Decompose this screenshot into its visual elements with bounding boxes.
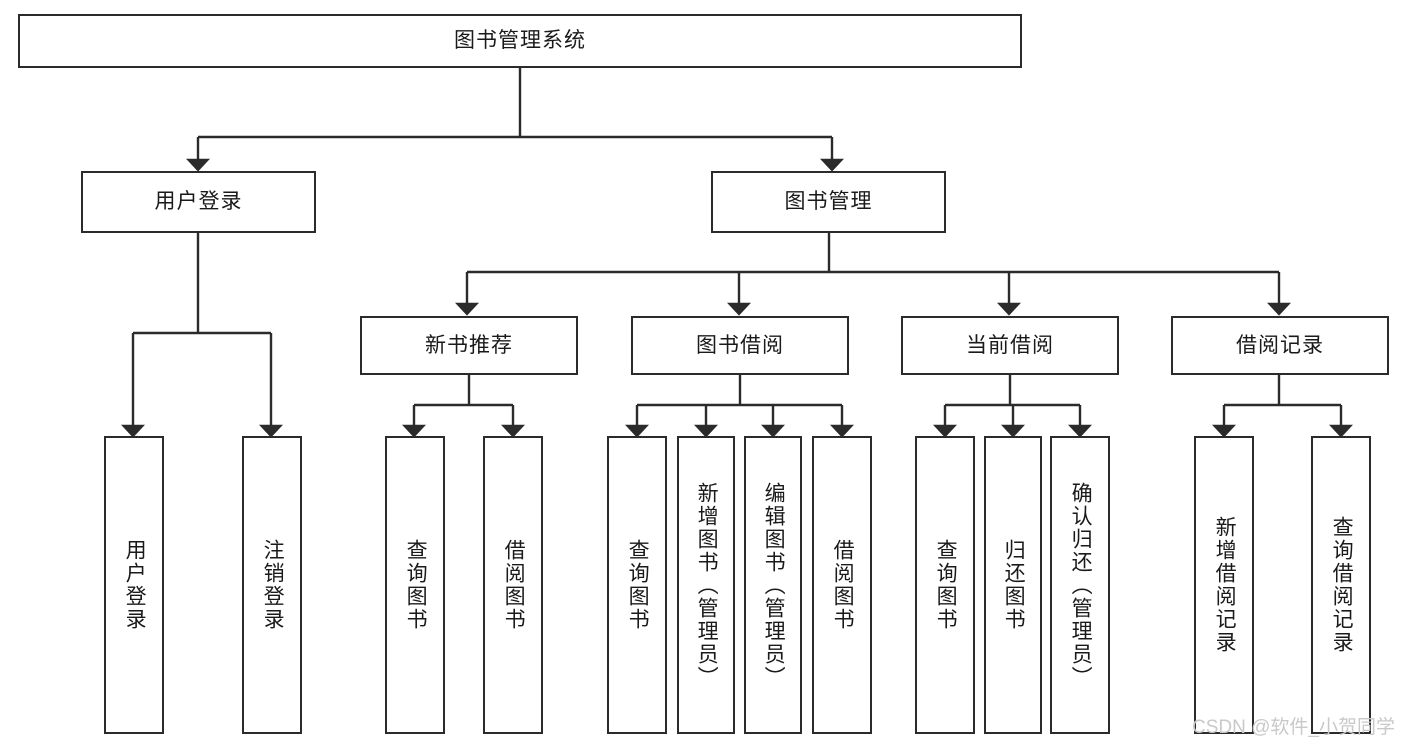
leaf-current-query-book[interactable]: 查询图书 (915, 436, 975, 734)
leaf-borrow-query-book[interactable]: 查询图书 (607, 436, 667, 734)
node-user-login[interactable]: 用户登录 (81, 171, 316, 233)
node-new-book-recommend-label: 新书推荐 (425, 333, 513, 357)
leaf-current-return-book[interactable]: 归还图书 (984, 436, 1042, 734)
leaf-user-logout[interactable]: 注销登录 (242, 436, 302, 734)
leaf-record-add-label: 新增借阅记录 (1213, 516, 1237, 654)
leaf-recommend-borrow-book-label: 借阅图书 (502, 539, 526, 631)
node-borrow-record[interactable]: 借阅记录 (1171, 316, 1389, 375)
leaf-recommend-query-book-label: 查询图书 (404, 539, 428, 631)
node-current-borrow[interactable]: 当前借阅 (901, 316, 1119, 375)
node-user-login-label: 用户登录 (154, 190, 243, 214)
leaf-borrow-edit-book-label: 编辑图书（管理员） (762, 481, 786, 689)
leaf-user-login-label: 用户登录 (123, 539, 147, 631)
leaf-recommend-query-book[interactable]: 查询图书 (385, 436, 445, 734)
node-root[interactable]: 图书管理系统 (18, 14, 1022, 68)
leaf-borrow-add-book[interactable]: 新增图书（管理员） (677, 436, 735, 734)
node-book-borrow[interactable]: 图书借阅 (631, 316, 849, 375)
leaf-borrow-query-book-label: 查询图书 (626, 539, 650, 631)
node-root-label: 图书管理系统 (454, 29, 586, 53)
node-borrow-record-label: 借阅记录 (1236, 333, 1324, 357)
leaf-record-search[interactable]: 查询借阅记录 (1311, 436, 1371, 734)
leaf-current-confirm-return-label: 确认归还（管理员） (1069, 481, 1093, 689)
csdn-watermark: CSDN @软件_小贺同学 (1192, 717, 1395, 738)
leaf-user-login[interactable]: 用户登录 (104, 436, 164, 734)
node-current-borrow-label: 当前借阅 (966, 333, 1054, 357)
leaf-recommend-borrow-book[interactable]: 借阅图书 (483, 436, 543, 734)
node-book-manage-label: 图书管理 (784, 190, 873, 214)
leaf-borrow-take-book[interactable]: 借阅图书 (812, 436, 872, 734)
node-new-book-recommend[interactable]: 新书推荐 (360, 316, 578, 375)
leaf-current-return-book-label: 归还图书 (1002, 539, 1026, 631)
leaf-user-logout-label: 注销登录 (261, 539, 285, 631)
leaf-record-add[interactable]: 新增借阅记录 (1194, 436, 1254, 734)
node-book-borrow-label: 图书借阅 (696, 333, 784, 357)
leaf-borrow-edit-book[interactable]: 编辑图书（管理员） (744, 436, 802, 734)
leaf-borrow-take-book-label: 借阅图书 (831, 539, 855, 631)
leaf-current-confirm-return[interactable]: 确认归还（管理员） (1050, 436, 1110, 734)
leaf-current-query-book-label: 查询图书 (934, 539, 958, 631)
leaf-borrow-add-book-label: 新增图书（管理员） (695, 481, 719, 689)
leaf-record-search-label: 查询借阅记录 (1330, 516, 1354, 654)
node-book-manage[interactable]: 图书管理 (711, 171, 946, 233)
